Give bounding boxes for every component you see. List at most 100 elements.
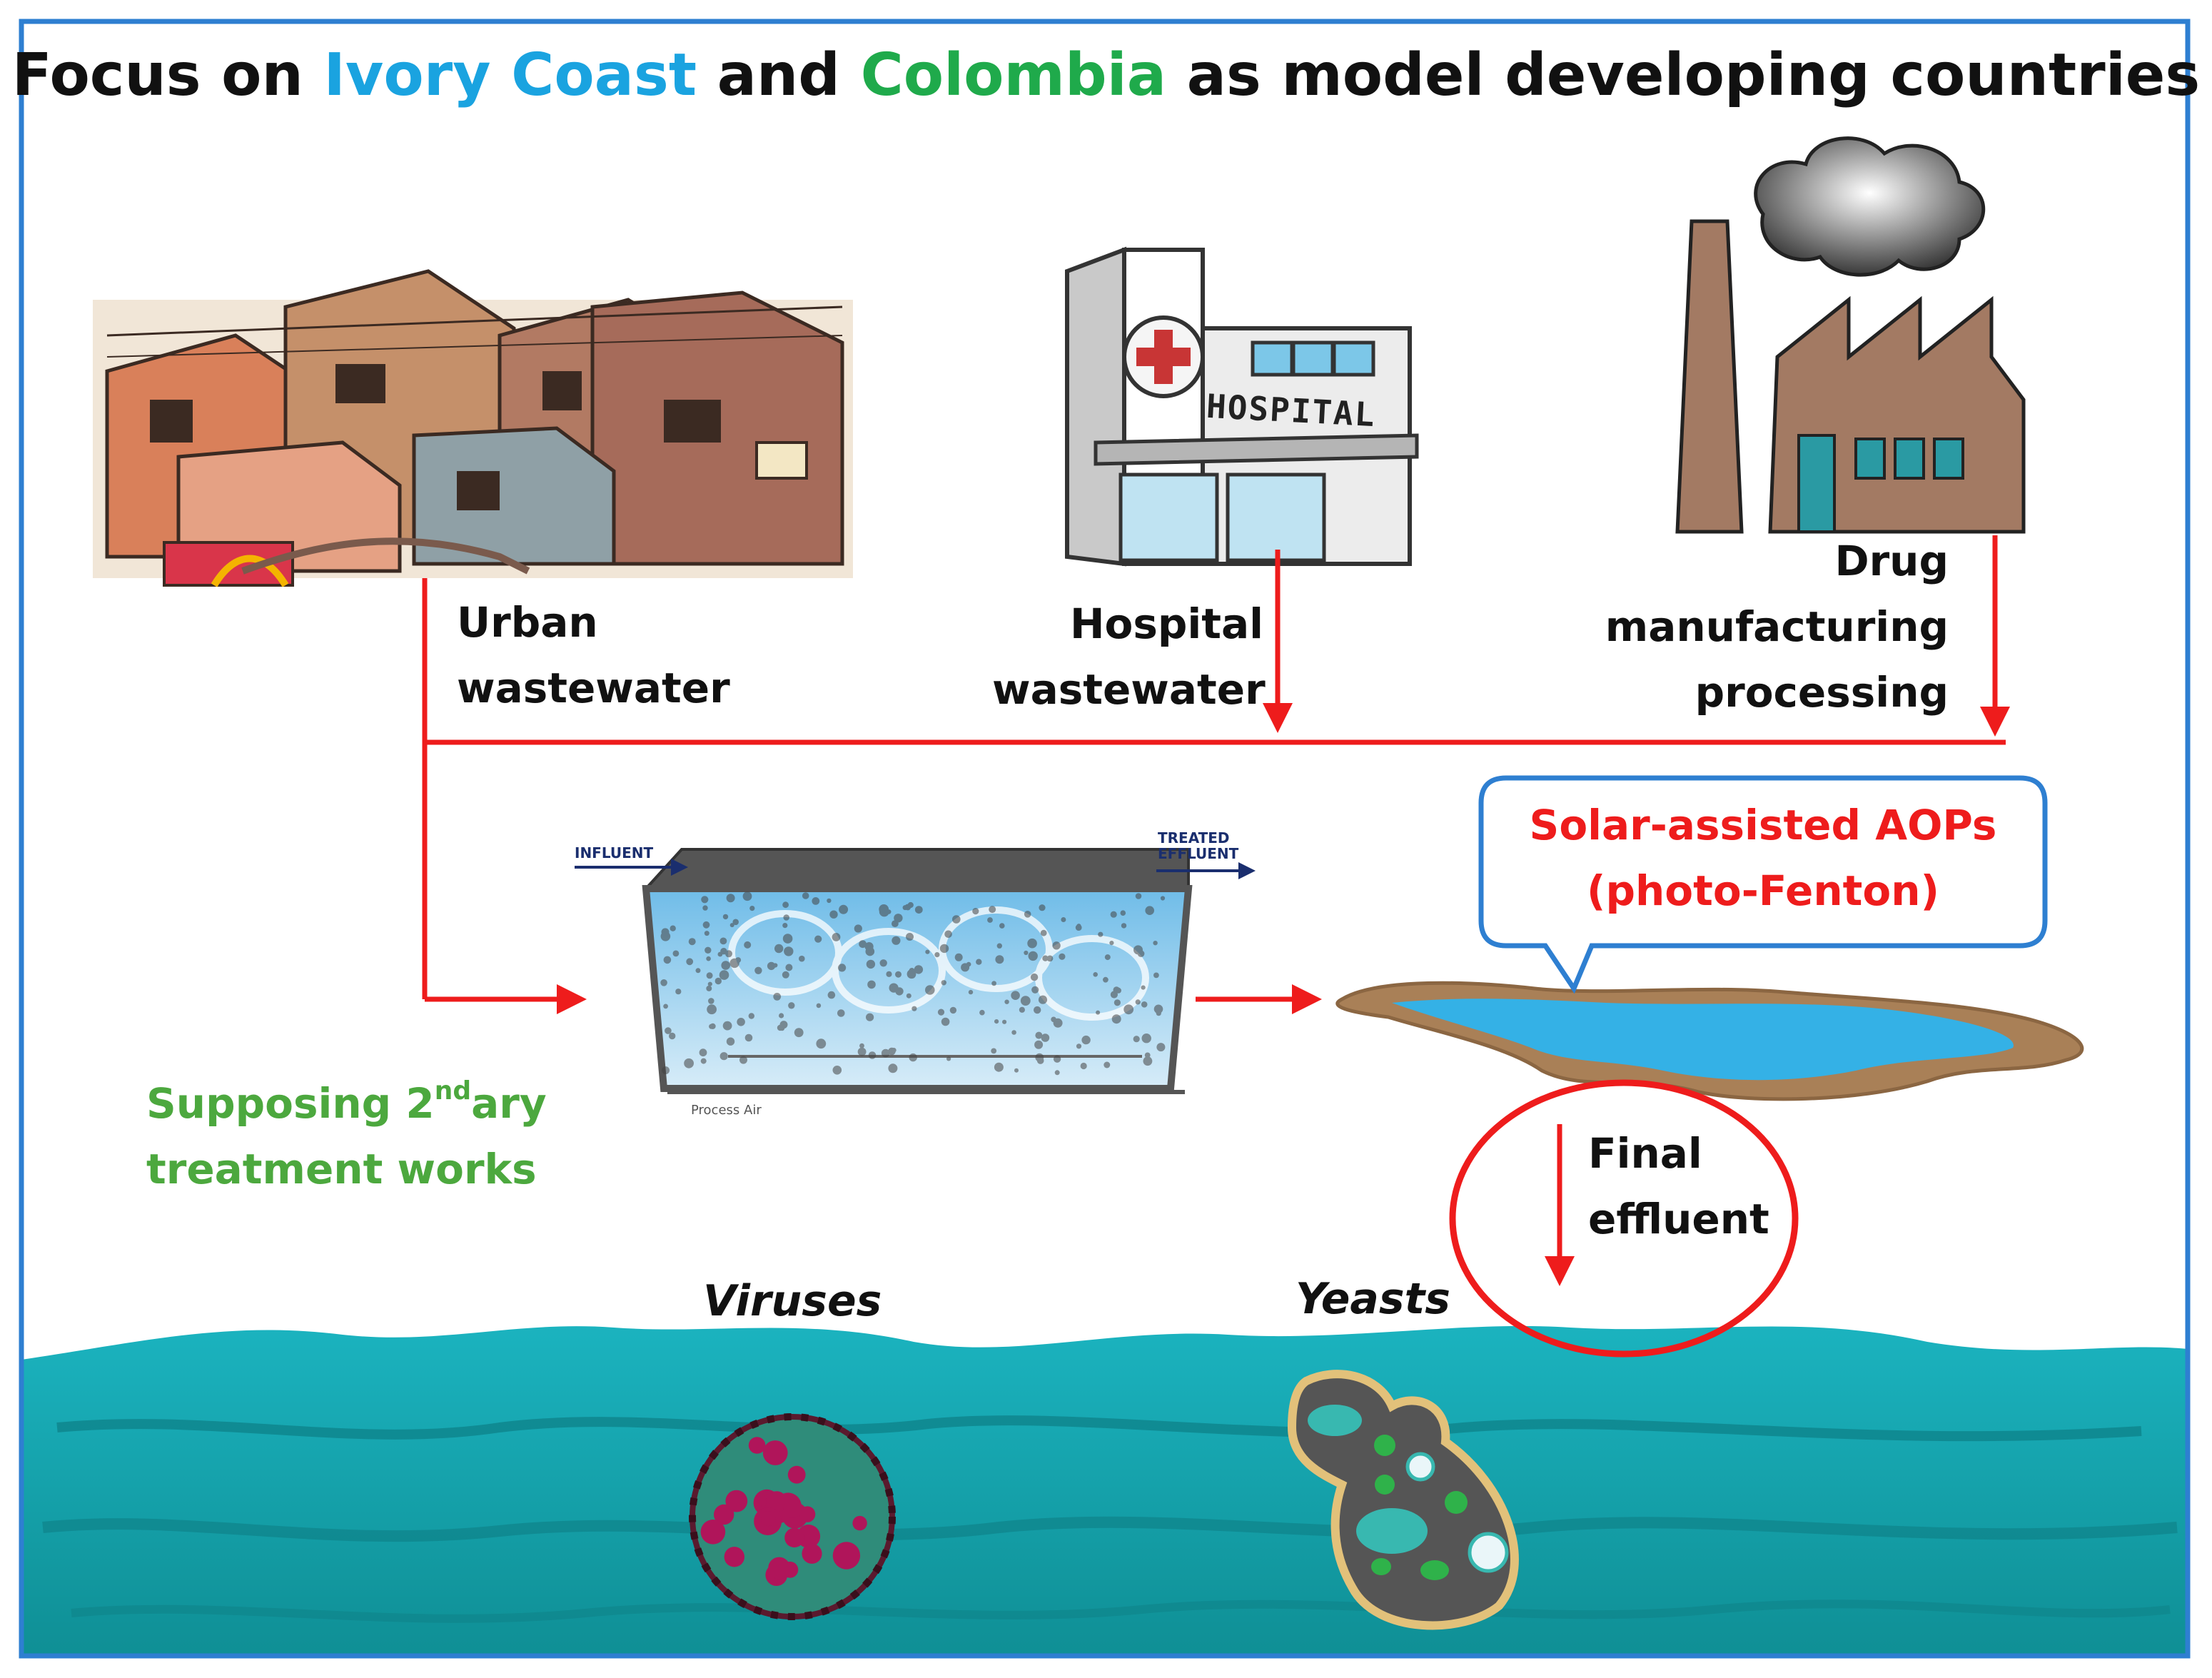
air-bubble xyxy=(707,1004,717,1015)
air-bubble xyxy=(859,940,867,949)
air-bubble xyxy=(1103,976,1108,983)
air-bubble xyxy=(937,1009,945,1016)
air-bubble xyxy=(706,956,711,961)
air-bubble xyxy=(906,933,914,941)
air-bubble xyxy=(1024,950,1029,956)
air-bubble xyxy=(879,904,889,914)
air-bubble xyxy=(987,917,993,923)
air-bubble xyxy=(839,904,849,914)
virus-capsid-spot xyxy=(784,1527,804,1548)
air-bubble xyxy=(722,914,729,920)
treated-effluent-label: TREATED EFFLUENT xyxy=(1158,829,1239,862)
air-bubble xyxy=(704,931,709,936)
air-bubble xyxy=(925,985,935,995)
air-bubble xyxy=(735,957,742,964)
air-bubble xyxy=(814,935,822,943)
air-bubble xyxy=(744,1033,753,1042)
air-bubble xyxy=(979,1009,985,1016)
air-bubble xyxy=(1153,1004,1163,1014)
air-bubble xyxy=(1156,1043,1166,1052)
virus-capsid-spot xyxy=(748,1437,766,1454)
air-bubble xyxy=(994,1062,1004,1072)
air-bubble xyxy=(909,1053,917,1062)
air-bubble xyxy=(782,901,789,909)
virus-capsid-spot xyxy=(782,1561,799,1578)
air-bubble xyxy=(865,946,875,956)
viruses-label: Viruses xyxy=(703,1276,882,1326)
air-bubble xyxy=(695,968,701,974)
air-bubble xyxy=(1052,941,1061,950)
air-bubble xyxy=(1027,938,1037,949)
air-bubble xyxy=(859,1043,864,1048)
air-bubble xyxy=(701,896,709,904)
yeasts-label: Yeasts xyxy=(1296,1274,1451,1324)
air-bubble xyxy=(1110,911,1117,918)
air-bubble xyxy=(966,961,971,967)
air-bubble xyxy=(799,955,805,962)
air-bubble xyxy=(1004,999,1009,1004)
air-bubble xyxy=(802,892,809,899)
air-bubble xyxy=(1093,972,1098,977)
air-bubble xyxy=(1141,1033,1151,1043)
air-bubble xyxy=(995,955,1004,964)
air-bubble xyxy=(939,944,949,954)
air-bubble xyxy=(1061,917,1066,922)
air-bubble xyxy=(1038,995,1048,1004)
air-bubble xyxy=(886,971,892,977)
air-bubble xyxy=(1046,955,1054,962)
sea xyxy=(21,1325,2188,1656)
air-bubble xyxy=(1144,1052,1151,1058)
air-bubble xyxy=(782,934,793,944)
air-bubble xyxy=(725,950,732,958)
drug-manufacturing-label: Drug manufacturing processing xyxy=(1605,537,1949,717)
final-effluent-highlight xyxy=(1449,1079,1799,1358)
air-bubble xyxy=(1014,1068,1019,1073)
air-bubble xyxy=(663,1004,668,1009)
air-bubble xyxy=(868,1051,877,1059)
air-bubble xyxy=(1020,996,1031,1006)
air-bubble xyxy=(1039,904,1046,911)
air-bubble xyxy=(688,938,696,946)
air-bubble xyxy=(785,964,793,971)
air-bubble xyxy=(1143,1056,1153,1066)
air-bubble xyxy=(1028,951,1038,961)
air-bubble xyxy=(914,965,924,974)
influent-label: INFLUENT xyxy=(575,844,654,861)
air-bubble xyxy=(665,1027,672,1034)
air-bubble xyxy=(1053,1055,1061,1063)
air-bubble xyxy=(1110,991,1118,999)
air-bubble xyxy=(1011,1030,1016,1035)
virus-capsid-spot xyxy=(714,1504,734,1525)
air-bubble xyxy=(1059,953,1066,960)
virus-capsid-spot xyxy=(700,1520,726,1545)
air-bubble xyxy=(991,1048,997,1054)
air-bubble xyxy=(675,989,682,995)
air-bubble xyxy=(934,952,940,958)
air-bubble xyxy=(706,985,712,991)
air-bubble xyxy=(952,915,961,924)
aeration-tank xyxy=(575,848,1256,1094)
air-bubble xyxy=(902,905,908,911)
air-bubble xyxy=(1031,986,1039,994)
air-bubble xyxy=(991,981,996,986)
air-bubble xyxy=(754,966,762,975)
air-bubble xyxy=(737,1018,745,1026)
air-bubble xyxy=(726,1037,735,1046)
virus-capsid-spot xyxy=(725,1490,748,1512)
air-bubble xyxy=(892,936,901,945)
air-bubble xyxy=(827,898,832,904)
air-bubble xyxy=(670,925,676,931)
air-bubble xyxy=(1080,1062,1087,1070)
air-bubble xyxy=(1035,1053,1044,1062)
hospital-illustration xyxy=(1065,246,1419,567)
air-bubble xyxy=(941,980,947,986)
air-bubble xyxy=(672,950,680,957)
air-bubble xyxy=(709,1023,716,1029)
air-bubble xyxy=(1096,1010,1101,1015)
air-bubble xyxy=(773,993,782,1001)
air-bubble xyxy=(994,1019,999,1024)
air-bubble xyxy=(999,923,1005,929)
air-bubble xyxy=(941,1017,950,1026)
air-bubble xyxy=(686,958,694,966)
